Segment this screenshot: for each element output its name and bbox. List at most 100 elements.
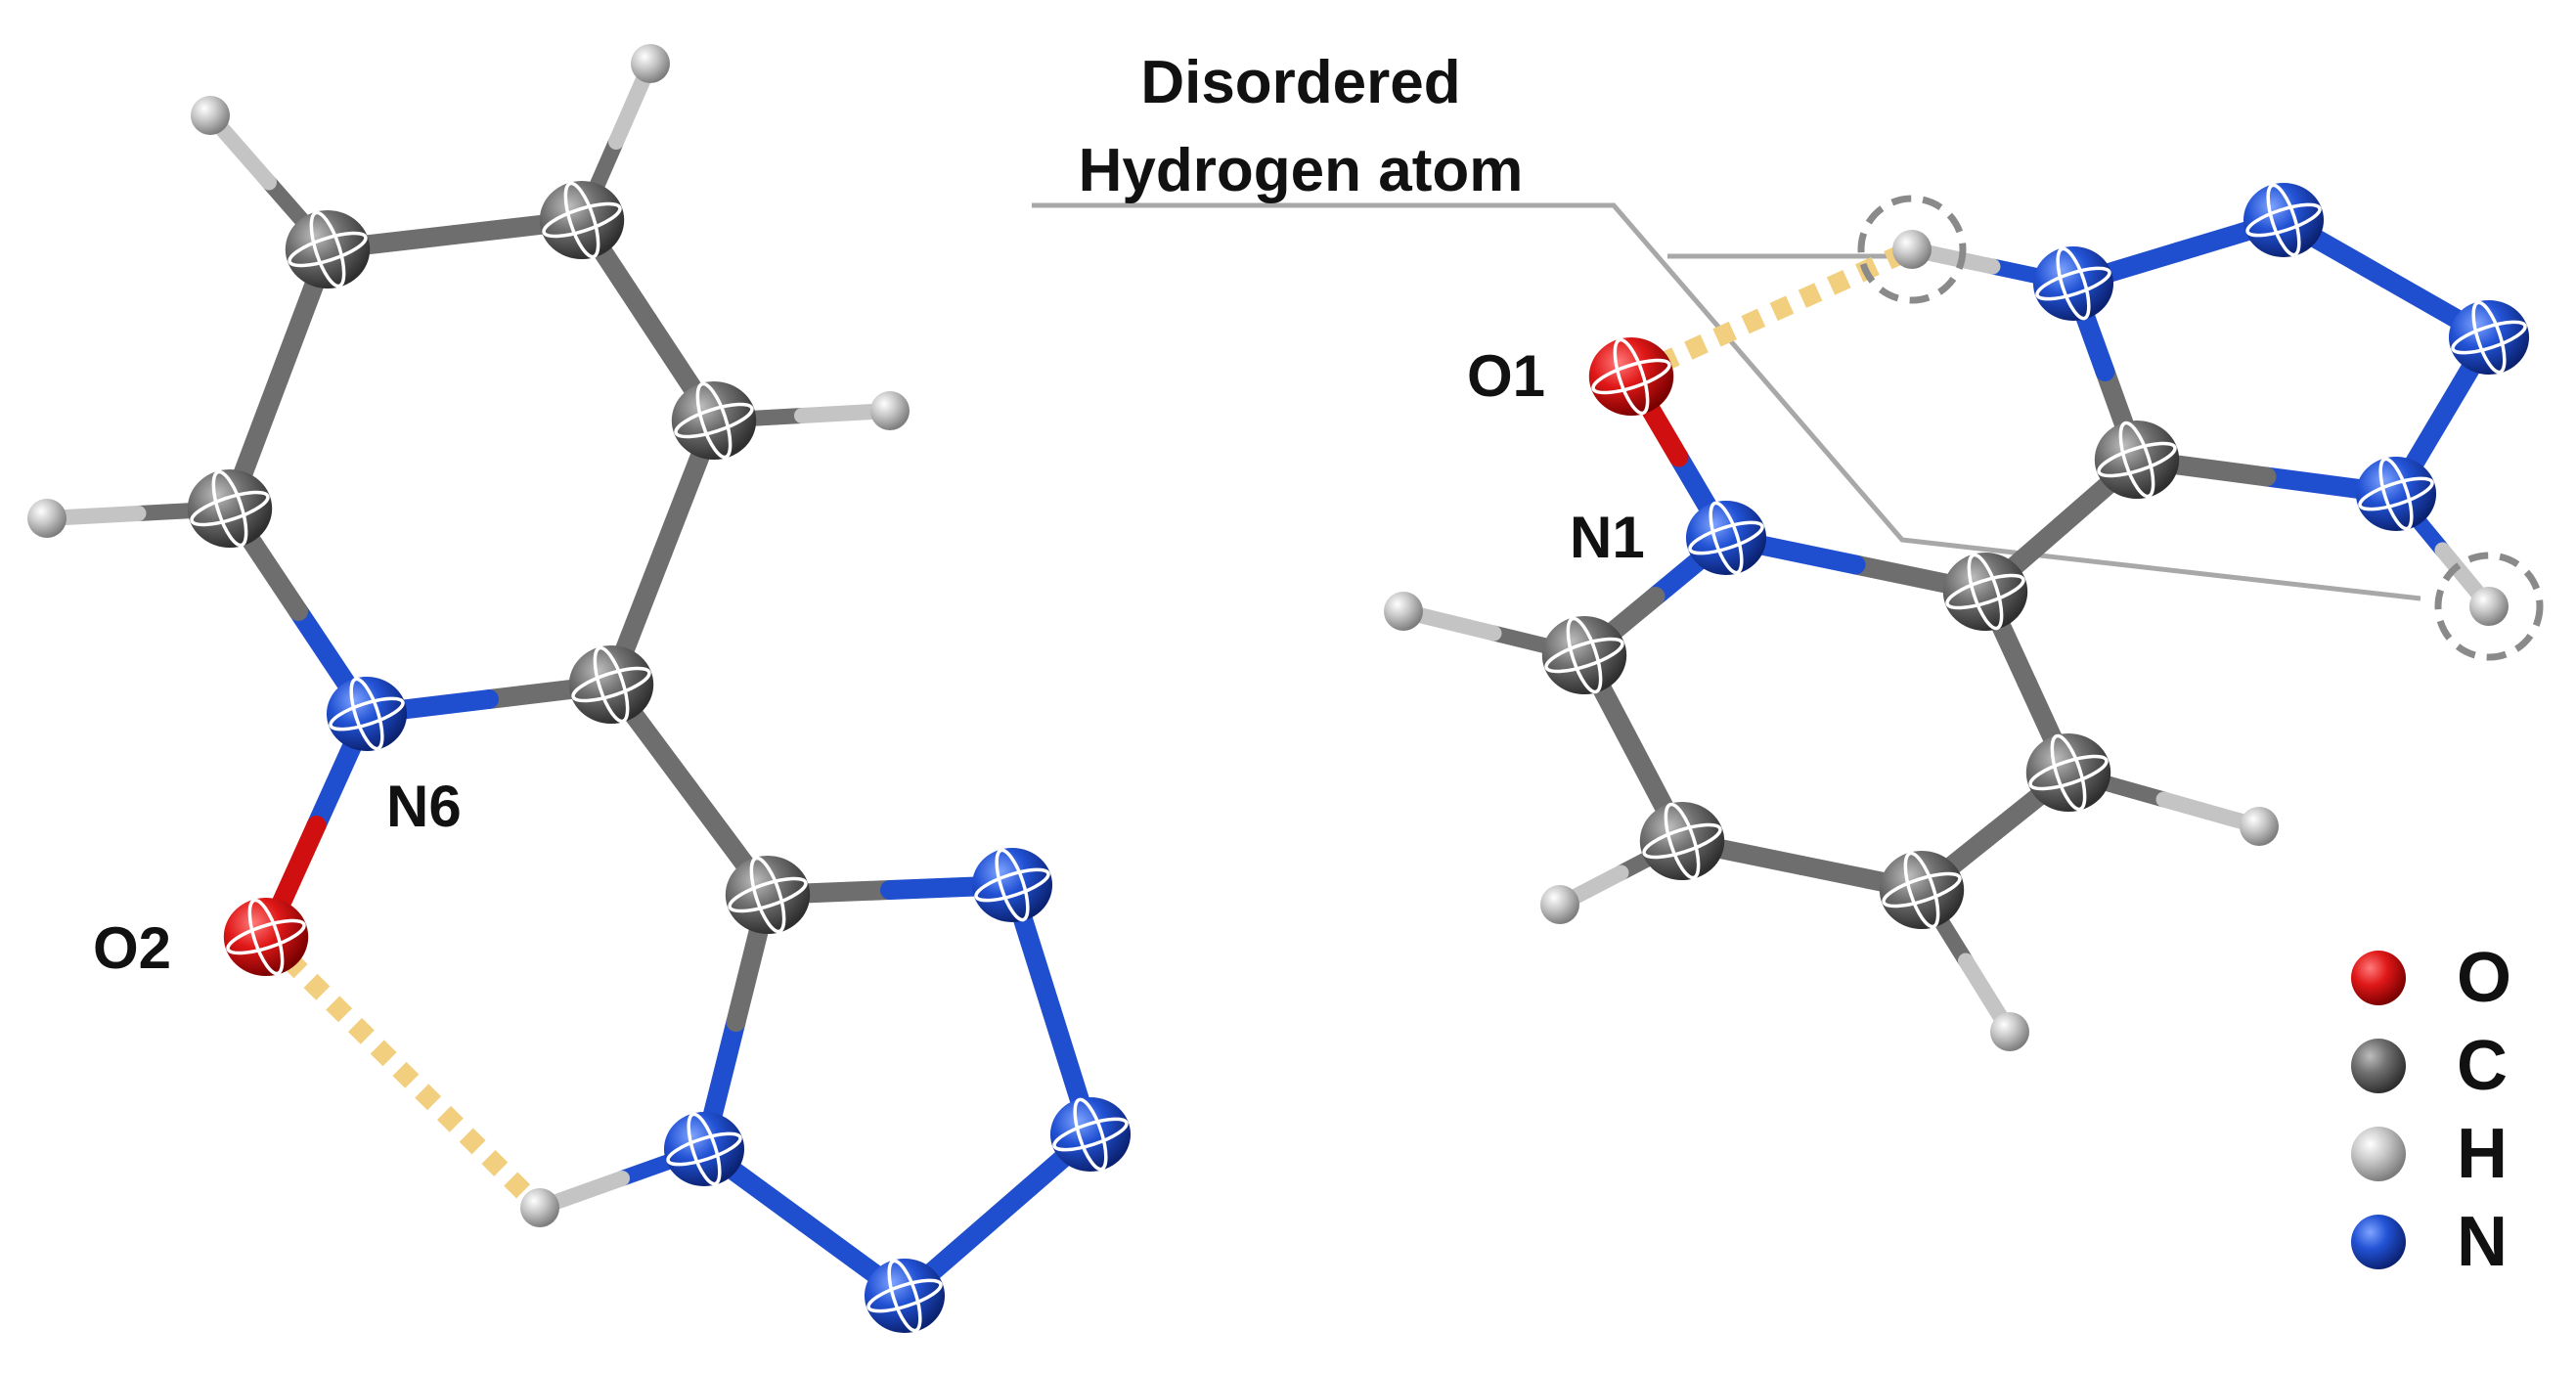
legend-oxygen-sphere — [2351, 951, 2406, 1005]
carbon-atom — [1942, 553, 2028, 631]
nitrogen-atom-sphere — [2243, 183, 2325, 257]
ellipsoid-principal-line — [1945, 573, 2025, 610]
ellipsoid-principal-line — [349, 677, 384, 751]
ellipsoid-principal-line — [695, 381, 733, 460]
legend-nitrogen-sphere — [2351, 1215, 2406, 1269]
nitrogen-atom-sphere — [1049, 1097, 1132, 1172]
nitrogen-atom — [2032, 246, 2114, 321]
atom-label-o1: O1 — [1467, 343, 1545, 409]
nitrogen-atom — [326, 677, 408, 751]
carbon-atom — [2094, 421, 2180, 499]
annotation-label-line1: Disordered — [1140, 49, 1460, 116]
disordered-hydrogen-marker — [2434, 552, 2544, 661]
ellipsoid-principal-line — [866, 1278, 943, 1313]
ellipsoid-principal-line — [1591, 358, 1671, 395]
ellipsoid-principal-line — [288, 231, 368, 268]
hydrogen-atom-sphere — [191, 96, 230, 135]
nitrogen-atom-sphere — [864, 1259, 946, 1333]
ellipsoid-principal-line — [1642, 822, 1722, 860]
nitrogen-atom — [1685, 501, 1767, 575]
hydrogen-atom — [1540, 885, 1579, 924]
nitrogen-atom — [864, 1259, 946, 1333]
hydrogen-atom-sphere — [520, 1188, 559, 1227]
carbon-atom-sphere — [1639, 802, 1725, 880]
ellipsoid-principal-line — [571, 666, 651, 703]
ellipsoid-principal-line — [2451, 320, 2527, 355]
oxygen-atom-sphere — [223, 898, 309, 976]
ellipsoid-principal-line — [542, 201, 622, 239]
ellipsoid-principal-line — [593, 645, 630, 724]
ellipsoid-principal-line — [687, 1112, 722, 1186]
nitrogen-atom-sphere — [2032, 246, 2114, 321]
carbon-atom — [2025, 733, 2111, 812]
ellipsoid-principal-line — [1073, 1097, 1108, 1172]
nitrogen-atom-sphere — [2448, 300, 2530, 375]
carbon-atom-sphere — [285, 210, 371, 288]
ellipsoid-principal-line — [226, 918, 306, 955]
ellipsoid-principal-line — [2097, 441, 2177, 478]
annotation-leader-line — [1032, 202, 2421, 601]
oxygen-atom — [1588, 337, 1674, 416]
ellipsoid-principal-line — [247, 898, 285, 976]
ellipsoid-principal-line — [1903, 851, 1940, 929]
carbon-atom-sphere — [1942, 553, 2028, 631]
ellipsoid-principal-line — [2056, 246, 2091, 321]
ellipsoid-principal-line — [563, 181, 600, 259]
hydrogen-atom — [631, 44, 670, 83]
ellipsoid-principal-line — [2118, 421, 2155, 499]
ellipsoid-principal-line — [1613, 337, 1650, 416]
atom-label-n6: N6 — [386, 774, 462, 839]
carbon-atom — [1541, 616, 1627, 694]
ellipsoid-principal-line — [2245, 202, 2322, 238]
hydrogen-atom — [191, 96, 230, 135]
carbon-atom-sphere — [539, 181, 625, 259]
hydrogen-atom — [1990, 1012, 2029, 1051]
annotation-leader-lines — [1032, 202, 2421, 601]
ellipsoid-principal-line — [1882, 871, 1962, 909]
carbon-atom — [1879, 851, 1965, 929]
nitrogen-atom — [2355, 457, 2437, 531]
carbon-atom — [671, 381, 757, 460]
hydrogen-atom-sphere — [1990, 1012, 2029, 1051]
carbon-atom-sphere — [2094, 421, 2180, 499]
ellipsoid-principal-line — [674, 402, 754, 439]
atom-label-o2: O2 — [93, 915, 171, 981]
hydrogen-atom-sphere — [27, 499, 67, 538]
ellipsoid-principal-line — [666, 1131, 742, 1167]
legend: O C H N — [2351, 939, 2511, 1281]
ellipsoid-principal-line — [749, 856, 786, 934]
nitrogen-atom-sphere — [1685, 501, 1767, 575]
ellipsoid-principal-line — [211, 469, 248, 548]
hydrogen-atom-sphere — [1892, 230, 1932, 269]
hydrogen-atom — [1384, 592, 1423, 631]
carbon-atom-sphere — [671, 381, 757, 460]
hydrogen-atom-sphere — [631, 44, 670, 83]
hydrogen-atom — [520, 1188, 559, 1227]
nitrogen-atom — [971, 848, 1053, 922]
ellipsoid-principal-line — [2358, 476, 2434, 511]
ellipsoid-principal-line — [1664, 802, 1701, 880]
hydrogen-bond — [258, 929, 548, 1216]
legend-hydrogen-label: H — [2457, 1115, 2508, 1193]
legend-oxygen-label: O — [2457, 939, 2511, 1017]
hydrogen-atom-sphere — [2240, 807, 2279, 846]
disordered-hydrogen-marker — [1857, 195, 1967, 304]
ellipsoid-principal-line — [2378, 457, 2414, 531]
carbon-atom-sphere — [1541, 616, 1627, 694]
atom-layer — [27, 44, 2530, 1333]
ellipsoid-principal-line — [1967, 553, 2004, 631]
ellipsoid-principal-line — [309, 210, 346, 288]
ellipsoid-principal-line — [329, 696, 405, 731]
ellipsoid-principal-line — [2035, 266, 2111, 301]
ellipsoid-principal-line — [1544, 637, 1624, 674]
ellipsoid-principal-line — [190, 490, 270, 527]
carbon-atom — [285, 210, 371, 288]
hydrogen-atom-sphere — [870, 391, 910, 430]
bond-layer — [39, 56, 2499, 1306]
nitrogen-atom-sphere — [663, 1112, 745, 1186]
ellipsoid-principal-line — [1052, 1117, 1129, 1152]
hydrogen-atom-sphere — [2469, 587, 2509, 626]
disorder-circle-layer — [1857, 195, 2544, 661]
carbon-atom-sphere — [725, 856, 811, 934]
